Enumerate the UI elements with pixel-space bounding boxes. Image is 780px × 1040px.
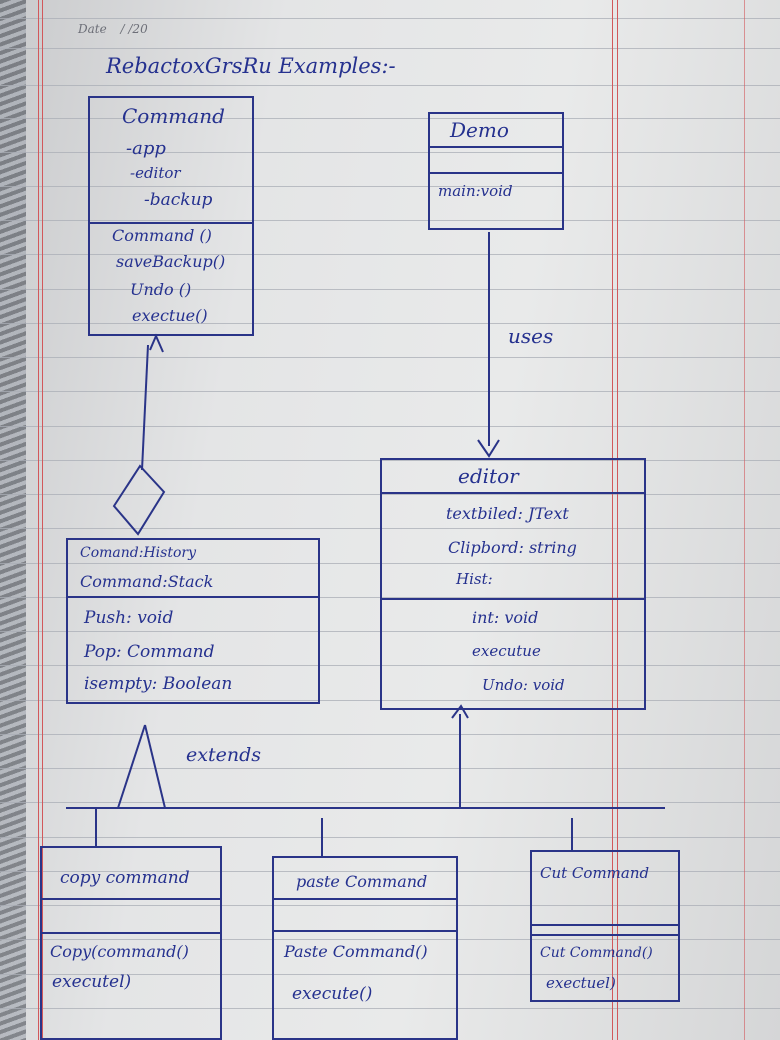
command-method-execute: exectue(): [132, 306, 208, 325]
background-fabric: [0, 0, 26, 1040]
history-method-isempty: isempty: Boolean: [84, 674, 233, 694]
history-method-push: Push: void: [84, 608, 174, 628]
copy-method-execute: executel): [52, 972, 132, 992]
command-attr-editor: -editor: [130, 164, 181, 182]
date-label: Date: [78, 22, 107, 36]
cut-command-box: Cut Command Cut Command() exectuel): [530, 850, 680, 1002]
command-class-name: Command: [122, 104, 225, 128]
command-method-undo: Undo (): [130, 280, 192, 299]
page-title: RebactoxGrsRu Examples:-: [106, 54, 396, 78]
paste-command-box: paste Command Paste Command() execute(): [272, 856, 458, 1040]
demo-class-box: Demo main:void: [428, 112, 564, 230]
cut-method-constructor: Cut Command(): [540, 945, 653, 961]
date-value: / /20: [120, 22, 148, 36]
command-method-savebackup: saveBackup(): [116, 252, 226, 271]
cut-method-execute: exectuel): [546, 974, 616, 992]
editor-method-execute: executue: [472, 642, 541, 660]
editor-attr-textfield: textbiled: JText: [446, 504, 569, 523]
uses-label: uses: [508, 324, 554, 348]
paste-method-execute: execute(): [292, 984, 373, 1004]
editor-attr-clipboard: Clipbord: string: [448, 538, 577, 557]
history-attr-stack: Command:Stack: [80, 572, 214, 591]
copy-command-name: copy command: [60, 868, 190, 888]
history-class-box: Comand:History Command:Stack Push: void …: [66, 538, 320, 704]
history-method-pop: Pop: Command: [84, 642, 215, 662]
date-field: Date / /20: [78, 22, 148, 36]
cut-command-name: Cut Command: [540, 864, 650, 882]
editor-method-undo: Undo: void: [482, 676, 565, 694]
paste-command-name: paste Command: [296, 872, 428, 891]
copy-command-box: copy command Copy(command() executel): [40, 846, 222, 1040]
editor-class-name: editor: [458, 464, 519, 488]
editor-attr-history: Hist:: [456, 570, 493, 588]
history-attr-name: Comand:History: [80, 545, 196, 561]
paste-method-constructor: Paste Command(): [284, 942, 428, 961]
command-attr-app: -app: [126, 138, 166, 159]
extends-label: extends: [186, 744, 261, 766]
editor-method-init: int: void: [472, 608, 539, 627]
editor-class-box: editor textbiled: JText Clipbord: string…: [380, 458, 646, 710]
command-method-constructor: Command (): [112, 226, 212, 245]
command-attr-backup: -backup: [144, 190, 213, 210]
copy-method-constructor: Copy(command(): [50, 942, 189, 961]
command-class-box: Command -app -editor -backup Command () …: [88, 96, 254, 336]
demo-method-main: main:void: [438, 182, 513, 200]
demo-class-name: Demo: [450, 118, 509, 142]
